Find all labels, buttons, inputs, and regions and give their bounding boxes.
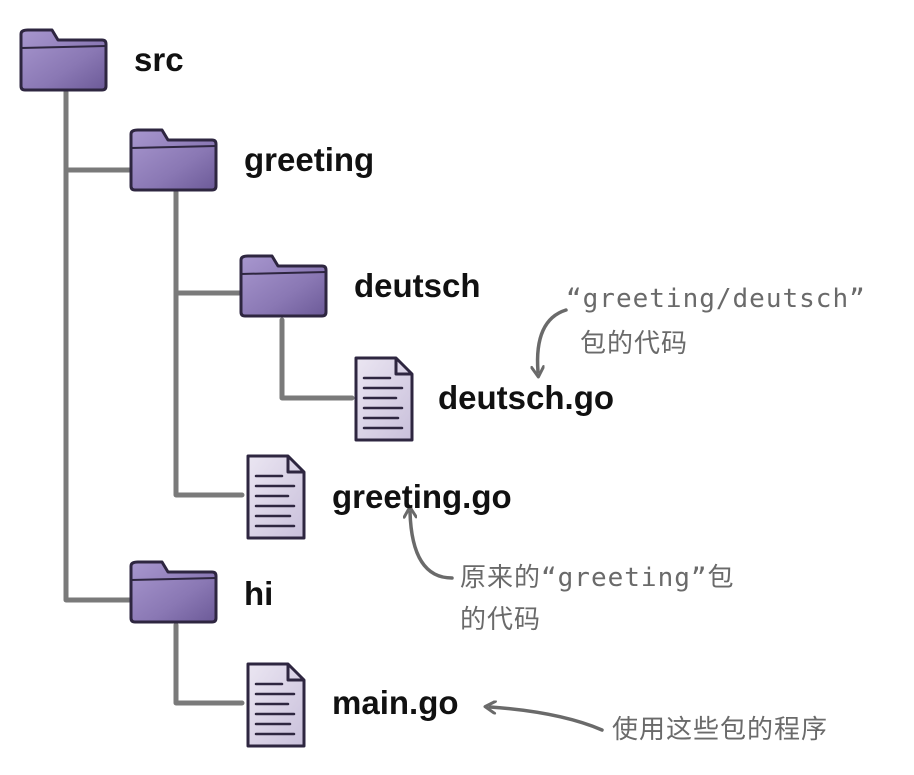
file-label-main-go[interactable]: main.go (332, 684, 459, 721)
folder-icon[interactable] (19, 28, 108, 92)
note-deutsch-line2: 包的代码 (580, 329, 689, 359)
folder-icon[interactable] (129, 128, 218, 192)
note-deutsch-line1: “greeting/deutsch” (566, 284, 866, 314)
file-label-greeting-go[interactable]: greeting.go (332, 478, 512, 515)
arrow-to-greeting-go (410, 512, 454, 580)
file-icon[interactable] (246, 454, 306, 540)
folder-label-greeting[interactable]: greeting (244, 141, 375, 178)
note-greeting-line2: 的代码 (460, 605, 542, 635)
file-icon[interactable] (246, 662, 306, 748)
arrow-to-main-go (490, 707, 604, 732)
tree-connectors (63, 89, 355, 706)
connector-deutsch-file (279, 317, 355, 401)
annotation-arrows (410, 308, 604, 732)
connector-greeting-children (173, 189, 245, 498)
folder-label-src[interactable]: src (134, 41, 184, 78)
file-icon[interactable] (354, 356, 414, 442)
note-greeting-line1: 原来的“greeting”包 (460, 563, 735, 593)
folder-label-deutsch[interactable]: deutsch (354, 267, 481, 304)
arrow-to-deutsch-go (538, 308, 568, 372)
note-main: 使用这些包的程序 (612, 715, 829, 745)
connector-hi-main (173, 622, 245, 706)
folder-icon[interactable] (129, 560, 218, 624)
file-label-deutsch-go[interactable]: deutsch.go (438, 379, 615, 416)
folder-label-hi[interactable]: hi (244, 575, 274, 612)
connector-src-children (63, 89, 135, 603)
folder-icon[interactable] (239, 254, 328, 318)
